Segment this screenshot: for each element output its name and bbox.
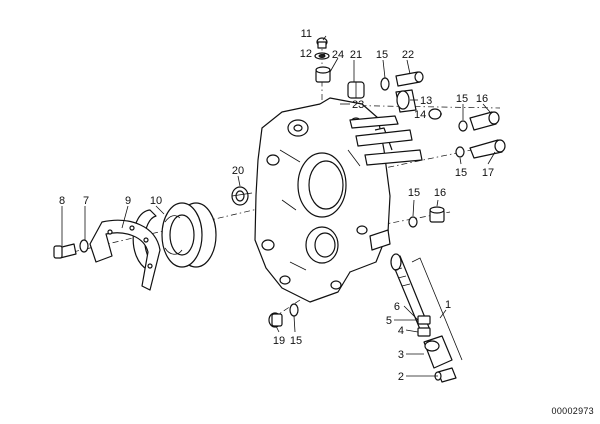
callout-10: 10 [150, 195, 162, 207]
transmission-housing [254, 97, 423, 303]
callout-9: 9 [125, 195, 131, 207]
selector-shaft-group [390, 253, 463, 383]
callout-20: 20 [232, 165, 244, 177]
callout-3: 3 [398, 349, 404, 361]
callout-11: 11 [301, 28, 312, 40]
callout-6: 6 [394, 301, 400, 313]
callout-1: 1 [445, 299, 451, 311]
callout-16-right-upper: 16 [476, 93, 488, 105]
callout-17: 17 [482, 167, 494, 179]
callout-15-right-upper: 15 [456, 93, 468, 105]
callout-16-mid: 16 [434, 187, 446, 199]
callout-15-top: 15 [376, 49, 388, 61]
callout-15-mid: 15 [408, 187, 420, 199]
callout-4: 4 [398, 325, 404, 337]
callout-22: 22 [402, 49, 414, 61]
callout-15-bottom: 15 [290, 335, 302, 347]
callout-19: 19 [273, 335, 285, 347]
callout-21: 21 [350, 49, 362, 61]
callout-15-right-lower: 15 [455, 167, 467, 179]
sleeve-part-20 [231, 186, 253, 206]
drawing-code: 00002973 [552, 406, 594, 416]
bottom-drain-plug [268, 303, 299, 328]
top-fittings [314, 37, 442, 120]
callout-24: 24 [332, 49, 344, 61]
leader-lines [61, 35, 496, 377]
callout-labels: 11 12 24 21 15 22 23 13 14 15 16 15 17 2… [59, 28, 494, 383]
callout-5: 5 [386, 315, 392, 327]
callout-12: 12 [300, 48, 312, 60]
callout-2: 2 [398, 371, 404, 383]
callout-7: 7 [83, 195, 89, 207]
callout-23: 23 [352, 99, 364, 111]
callout-13: 13 [420, 95, 432, 107]
callout-8: 8 [59, 195, 65, 207]
left-bearing-assembly [53, 202, 217, 291]
callout-14: 14 [414, 109, 426, 121]
